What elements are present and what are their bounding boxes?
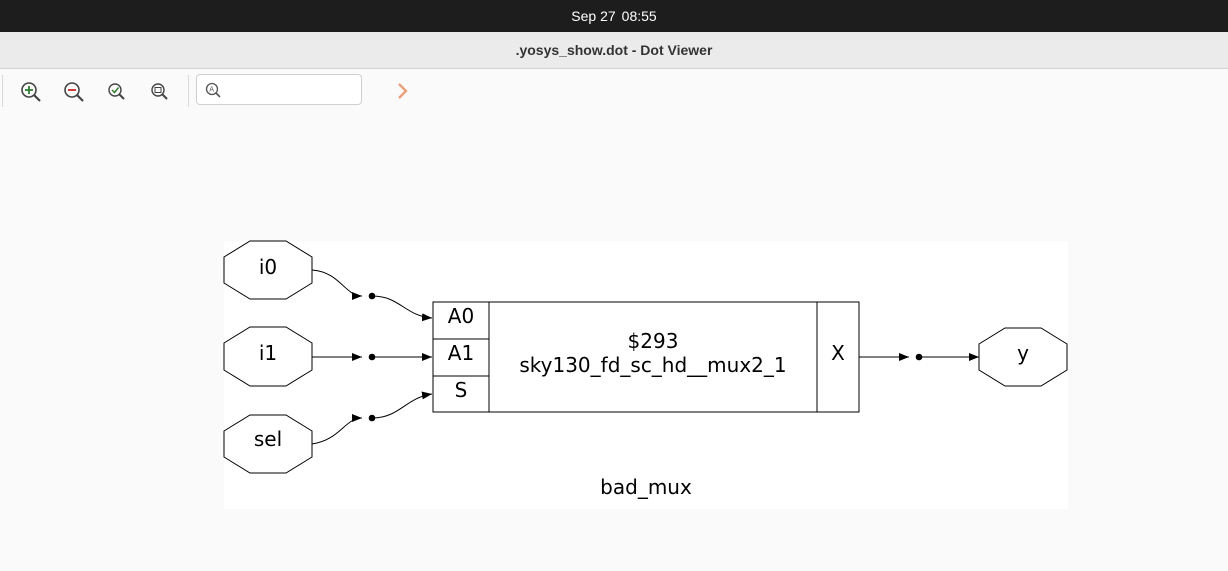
clock-time: 08:55 [621,8,657,24]
toolbar: A [0,69,1228,113]
zoom-fit-button[interactable] [102,77,132,107]
input-port-label: i0 [259,255,277,279]
graph-canvas[interactable]: i0 i1 sel A0 A1 S $293 sky130_fd_sc_hd__… [0,113,1228,571]
output-port-node[interactable] [978,327,1068,387]
cell-port-label: A1 [448,341,474,365]
search-input[interactable] [225,79,357,102]
input-port-node[interactable] [223,414,313,474]
clock[interactable]: Sep 27 08:55 [571,8,656,24]
zoom-out-icon [64,82,84,102]
cell-port-label: S [455,378,468,402]
zoom-out-button[interactable] [59,77,89,107]
input-port-label: i1 [259,341,277,365]
zoom-in-button[interactable] [16,77,46,107]
window-title: .yosys_show.dot - Dot Viewer [515,42,713,58]
wire-edge [311,269,363,300]
zoom-in-icon [21,82,41,102]
wire-edge [371,295,433,322]
input-port-node[interactable] [223,326,313,387]
input-port-node[interactable] [223,240,313,300]
chevron-right-icon [398,83,408,99]
wire-edge [311,414,363,445]
search-field[interactable]: A [196,74,362,105]
mux-cell-node[interactable] [432,301,860,413]
find-next-button[interactable] [390,77,414,105]
svg-text:A: A [209,86,214,94]
zoom-original-button[interactable] [145,77,175,107]
zoom-original-icon [151,83,168,100]
clock-date: Sep 27 [571,8,616,24]
zoom-fit-icon [108,83,125,100]
toolbar-separator [188,75,189,107]
cell-port-label: X [831,341,845,365]
search-icon: A [205,82,221,98]
toolbar-separator [2,75,3,107]
cell-type-label: sky130_fd_sc_hd__mux2_1 [519,353,786,377]
system-top-bar: Sep 27 08:55 [0,0,1228,32]
module-name-label: bad_mux [600,475,692,499]
wire-edge [371,391,433,419]
window-titlebar[interactable]: .yosys_show.dot - Dot Viewer [0,32,1228,69]
output-port-label: y [1017,341,1029,365]
cell-id-label: $293 [628,329,679,353]
graph-svg: i0 i1 sel A0 A1 S $293 sky130_fd_sc_hd__… [223,240,1068,509]
cell-port-label: A0 [448,304,474,328]
input-port-label: sel [254,427,282,451]
